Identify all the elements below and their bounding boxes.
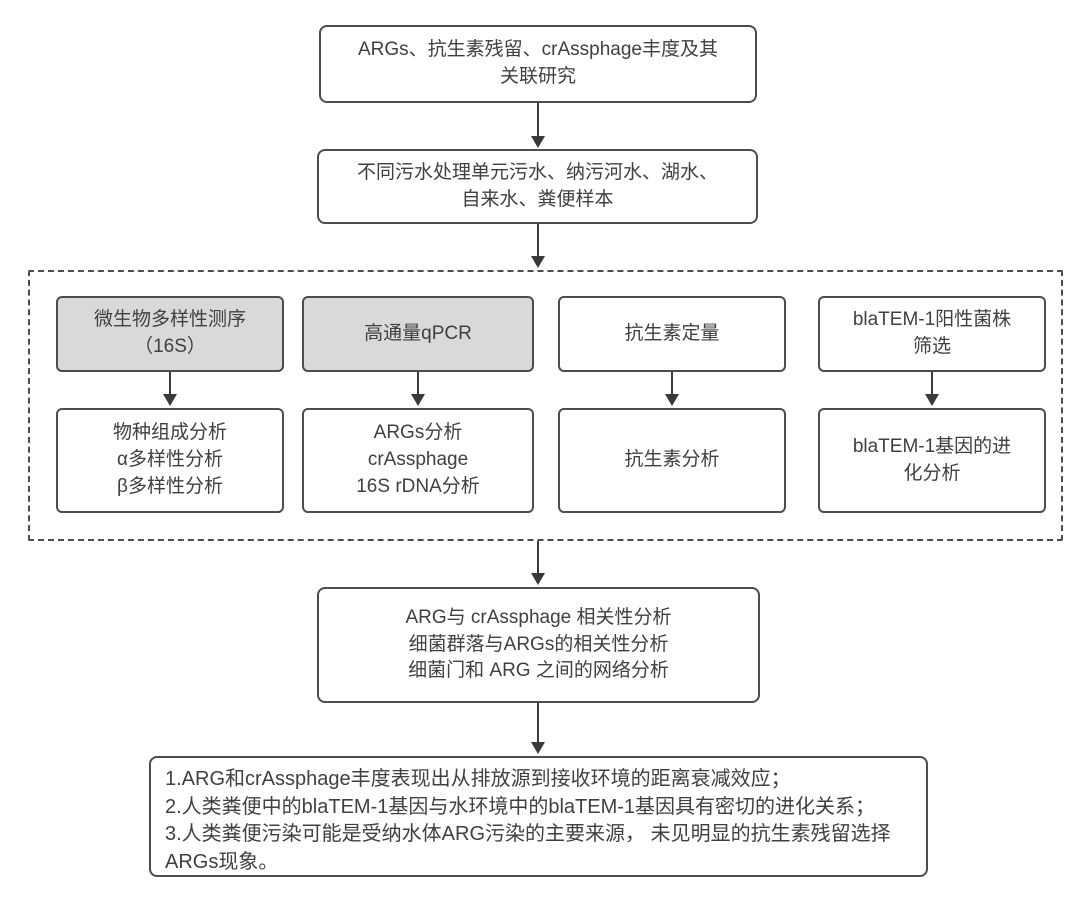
arrow-method1-to-analysis1 bbox=[163, 372, 177, 406]
method-box-qpcr: 高通量qPCR bbox=[302, 296, 534, 372]
analysis-box-args: ARGs分析 crAssphage 16S rDNA分析 bbox=[302, 408, 534, 513]
conclusions-box: 1.ARG和crAssphage丰度表现出从排放源到接收环境的距离衰减效应； 2… bbox=[149, 756, 928, 877]
arrow-head-icon bbox=[531, 742, 545, 754]
methods-dashed-panel bbox=[28, 270, 1063, 541]
analysis-box-antibiotic: 抗生素分析 bbox=[558, 408, 786, 513]
arrow-line bbox=[537, 103, 539, 136]
text-line: crAssphage bbox=[367, 449, 469, 471]
arrow-head-icon bbox=[531, 256, 545, 268]
arrow-head-icon bbox=[531, 573, 545, 585]
arrow-head-icon bbox=[411, 394, 425, 406]
method-box-16s-sequencing: 微生物多样性测序 （16S） bbox=[56, 296, 284, 372]
text-line: 化分析 bbox=[903, 462, 961, 484]
research-topic-box: ARGs、抗生素残留、crAssphage丰度及其 关联研究 bbox=[319, 25, 757, 103]
text-line: 细菌群落与ARGs的相关性分析 bbox=[408, 633, 669, 655]
correlation-analysis-box: ARG与 crAssphage 相关性分析 细菌群落与ARGs的相关性分析 细菌… bbox=[317, 587, 760, 703]
text-line: ARG与 crAssphage 相关性分析 bbox=[405, 606, 672, 628]
text-line: 高通量qPCR bbox=[364, 322, 472, 344]
arrow-head-icon bbox=[925, 394, 939, 406]
arrow-line bbox=[417, 372, 419, 394]
arrow-methods-to-correlation bbox=[531, 541, 545, 585]
text-line: 筛选 bbox=[912, 336, 951, 357]
arrow-topic-to-samples bbox=[531, 103, 545, 148]
text-line: 不同污水处理单元污水、纳污河水、湖水、 bbox=[356, 161, 718, 183]
method-box-blatem1-screening: blaTEM-1阳性菌株 筛选 bbox=[818, 296, 1046, 372]
text-line: β多样性分析 bbox=[117, 475, 223, 497]
text-line: blaTEM-1基因的进 bbox=[852, 435, 1012, 457]
text-line: blaTEM-1阳性菌株 bbox=[852, 309, 1012, 331]
arrow-method2-to-analysis2 bbox=[411, 372, 425, 406]
arrow-line bbox=[537, 703, 539, 742]
text-line: 自来水、粪便样本 bbox=[461, 188, 614, 210]
text-line: ARGs、抗生素残留、crAssphage丰度及其 bbox=[357, 39, 718, 61]
conclusion-item: 1.ARG和crAssphage丰度表现出从排放源到接收环境的距离衰减效应； bbox=[165, 768, 791, 790]
arrow-head-icon bbox=[163, 394, 177, 406]
arrow-correlation-to-conclusions bbox=[531, 703, 545, 754]
conclusion-item: 3.人类粪便污染可能是受纳水体ARG污染的主要来源， 未见明显的抗生素残留选择A… bbox=[165, 823, 891, 873]
text-line: 16S rDNA分析 bbox=[356, 475, 480, 497]
analysis-box-blatem1-evolution: blaTEM-1基因的进 化分析 bbox=[818, 408, 1046, 513]
text-line: 抗生素分析 bbox=[624, 449, 720, 471]
arrow-samples-to-methods bbox=[531, 224, 545, 268]
text-line: 细菌门和 ARG 之间的网络分析 bbox=[408, 660, 669, 682]
arrow-line bbox=[671, 372, 673, 394]
arrow-line bbox=[931, 372, 933, 394]
text-line: 抗生素定量 bbox=[624, 322, 720, 344]
text-line: 关联研究 bbox=[499, 66, 576, 87]
text-line: ARGs分析 bbox=[373, 422, 463, 444]
arrow-line bbox=[169, 372, 171, 394]
text-line: α多样性分析 bbox=[117, 449, 223, 471]
arrow-method3-to-analysis3 bbox=[665, 372, 679, 406]
method-box-antibiotic-quantification: 抗生素定量 bbox=[558, 296, 786, 372]
analysis-box-diversity: 物种组成分析 α多样性分析 β多样性分析 bbox=[56, 408, 284, 513]
arrow-head-icon bbox=[531, 136, 545, 148]
arrow-method4-to-analysis4 bbox=[925, 372, 939, 406]
conclusion-item: 2.人类粪便中的blaTEM-1基因与水环境中的blaTEM-1基因具有密切的进… bbox=[165, 795, 876, 818]
text-line: （16S） bbox=[134, 336, 206, 357]
arrow-head-icon bbox=[665, 394, 679, 406]
arrow-line bbox=[537, 541, 539, 573]
text-line: 物种组成分析 bbox=[112, 422, 227, 444]
arrow-line bbox=[537, 224, 539, 256]
sample-sources-box: 不同污水处理单元污水、纳污河水、湖水、 自来水、粪便样本 bbox=[317, 149, 758, 224]
text-line: 微生物多样性测序 bbox=[93, 309, 246, 331]
